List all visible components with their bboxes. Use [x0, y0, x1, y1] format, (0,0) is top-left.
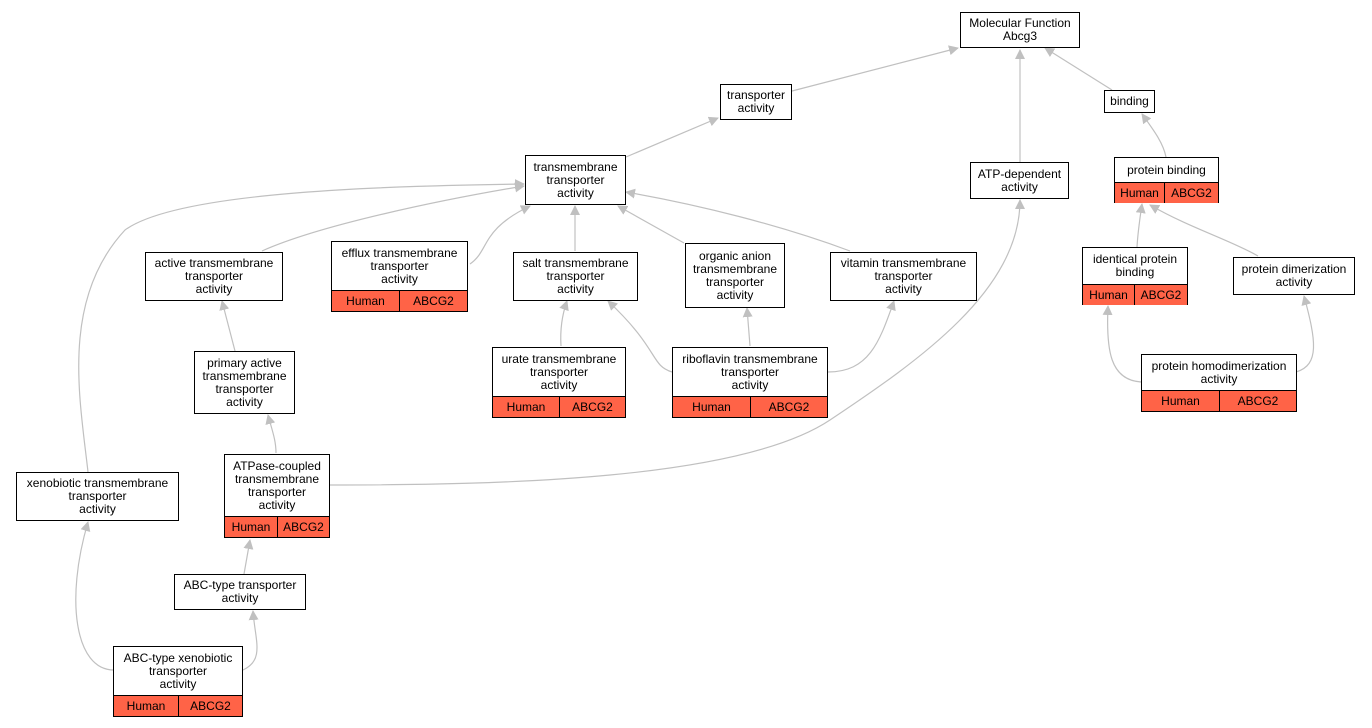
edge-xeno-to-tmt — [78, 179, 525, 473]
node-label: ABC-type transporter activity — [183, 578, 297, 605]
edge-homodimer-to-dimer — [1295, 295, 1315, 373]
edge-riboflavin-to-organic — [742, 307, 753, 347]
gene-cell: ABCG2 — [400, 291, 467, 311]
node-label: protein binding — [1127, 162, 1206, 177]
species-cell: Human — [1142, 391, 1220, 411]
node-transmembrane-transporter-activity[interactable]: transmembrane transporter activity — [525, 155, 626, 205]
edge-efflux-to-tmt — [469, 205, 531, 265]
edge-atpase-to-atpdep — [329, 199, 1025, 486]
annotation-row: Human ABCG2 — [332, 290, 467, 311]
edge-urate-to-salt — [559, 300, 569, 347]
node-protein-dimerization-activity[interactable]: protein dimerization activity — [1233, 257, 1355, 295]
node-identical-protein-binding[interactable]: identical protein binding Human ABCG2 — [1082, 247, 1188, 305]
node-label: ATP-dependent activity — [977, 166, 1062, 194]
node-label: urate transmembrane transporter activity — [501, 351, 617, 392]
node-label: active transmembrane transporter activit… — [154, 256, 274, 296]
edge-abc-to-atpase — [243, 539, 254, 575]
species-cell: Human — [114, 696, 179, 716]
edge-atpase-to-primary — [265, 414, 277, 454]
annotation-row: Human ABCG2 — [1083, 284, 1187, 305]
species-cell: Human — [493, 397, 560, 417]
node-label: Molecular Function Abcg3 — [969, 16, 1071, 43]
node-label: riboflavin transmembrane transporter act… — [682, 351, 818, 392]
node-label: ABC-type xenobiotic transporter activity — [123, 650, 233, 691]
node-label: vitamin transmembrane transporter activi… — [840, 256, 967, 296]
edge-binding-to-mf — [1044, 47, 1113, 91]
gene-cell: ABCG2 — [179, 696, 242, 716]
node-vitamin-transmembrane-transporter-activity[interactable]: vitamin transmembrane transporter activi… — [830, 252, 977, 301]
node-label: protein dimerization activity — [1241, 262, 1347, 289]
annotation-row: Human ABCG2 — [493, 396, 625, 417]
node-riboflavin-transmembrane-transporter-activity[interactable]: riboflavin transmembrane transporter act… — [672, 347, 828, 418]
node-salt-transmembrane-transporter-activity[interactable]: salt transmembrane transporter activity — [513, 252, 638, 301]
species-cell: Human — [673, 397, 751, 417]
node-label: xenobiotic transmembrane transporter act… — [26, 476, 169, 516]
node-label: primary active transmembrane transporter… — [202, 355, 287, 409]
species-cell: Human — [225, 517, 278, 537]
node-protein-homodimerization-activity[interactable]: protein homodimerization activity Human … — [1141, 354, 1297, 412]
edge-active-to-tmt — [261, 182, 525, 252]
node-label: binding — [1110, 94, 1149, 108]
annotation-row: Human ABCG2 — [673, 396, 827, 417]
node-molecular-function[interactable]: Molecular Function Abcg3 — [960, 12, 1080, 48]
node-label: organic anion transmembrane transporter … — [692, 248, 778, 302]
species-cell: Human — [1083, 285, 1135, 305]
edge-organic-to-tmt — [617, 205, 685, 244]
edge-homodimer-to-identical — [1102, 305, 1142, 383]
annotation-row: Human ABCG2 — [1142, 390, 1296, 411]
annotation-row: Human ABCG2 — [225, 516, 329, 537]
node-label: transmembrane transporter activity — [533, 159, 618, 200]
node-label: protein homodimerization activity — [1151, 358, 1287, 386]
edge-abcxeno-to-xeno — [75, 521, 115, 671]
gene-cell: ABCG2 — [1220, 391, 1296, 411]
node-atp-dependent-activity[interactable]: ATP-dependent activity — [970, 162, 1069, 199]
node-label: identical protein binding — [1092, 252, 1178, 279]
node-label: transporter activity — [726, 88, 786, 115]
node-xenobiotic-transmembrane-transporter-activity[interactable]: xenobiotic transmembrane transporter act… — [16, 472, 179, 521]
node-binding[interactable]: binding — [1104, 90, 1155, 113]
node-primary-active-transmembrane-transporter-activity[interactable]: primary active transmembrane transporter… — [194, 351, 295, 414]
edge-vitamin-to-tmt — [625, 188, 851, 252]
gene-cell: ABCG2 — [1135, 285, 1187, 305]
gene-cell: ABCG2 — [751, 397, 827, 417]
gene-cell: ABCG2 — [560, 397, 625, 417]
edge-pbind-to-binding — [1141, 113, 1167, 158]
node-protein-binding[interactable]: protein binding Human ABCG2 — [1114, 157, 1219, 203]
node-transporter-activity[interactable]: transporter activity — [720, 84, 792, 120]
edge-primary-to-active — [219, 300, 236, 352]
edge-dimer-to-pbind — [1149, 204, 1259, 257]
species-cell: Human — [1115, 183, 1165, 203]
edge-riboflavin-to-salt — [607, 300, 673, 373]
node-efflux-transmembrane-transporter-activity[interactable]: efflux transmembrane transporter activit… — [331, 241, 468, 312]
edge-abcxeno-to-abc — [242, 610, 259, 671]
node-label: salt transmembrane transporter activity — [522, 256, 629, 296]
gene-cell: ABCG2 — [278, 517, 329, 537]
node-atpase-coupled-transmembrane-transporter-activity[interactable]: ATPase-coupled transmembrane transporter… — [224, 454, 330, 538]
node-organic-anion-transmembrane-transporter-activity[interactable]: organic anion transmembrane transporter … — [685, 243, 785, 308]
node-abc-type-xenobiotic-transporter-activity[interactable]: ABC-type xenobiotic transporter activity… — [113, 646, 243, 717]
edge-tmt-to-transporter — [625, 116, 719, 158]
node-label: ATPase-coupled transmembrane transporter… — [233, 458, 321, 512]
annotation-row: Human ABCG2 — [1115, 182, 1218, 203]
node-active-transmembrane-transporter-activity[interactable]: active transmembrane transporter activit… — [145, 252, 283, 301]
species-cell: Human — [332, 291, 400, 311]
node-label: efflux transmembrane transporter activit… — [341, 245, 458, 286]
edge-riboflavin-to-vitamin — [827, 300, 896, 373]
gene-cell: ABCG2 — [1165, 183, 1218, 203]
edge-identical-to-pbind — [1135, 203, 1146, 248]
node-abc-type-transporter-activity[interactable]: ABC-type transporter activity — [174, 574, 306, 610]
node-urate-transmembrane-transporter-activity[interactable]: urate transmembrane transporter activity… — [492, 347, 626, 418]
edge-transporter-to-mf — [791, 45, 959, 92]
annotation-row: Human ABCG2 — [114, 695, 242, 716]
